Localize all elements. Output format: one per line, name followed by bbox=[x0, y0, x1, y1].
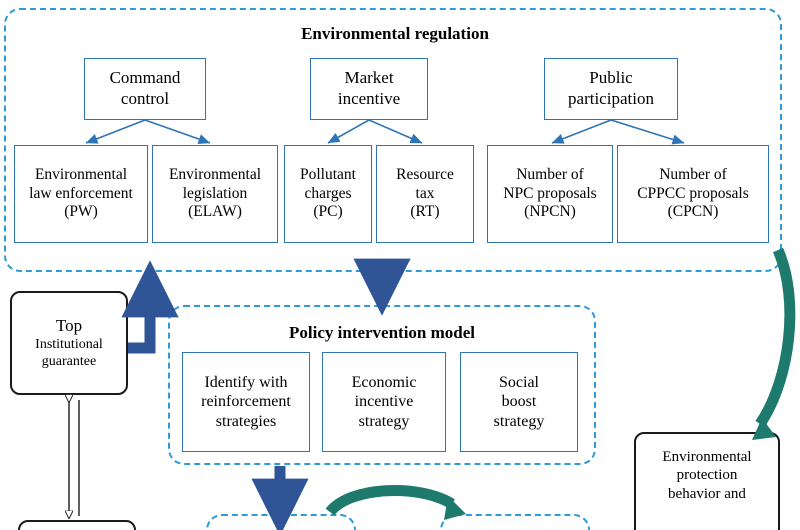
box-public-participation-line-2: participation bbox=[568, 89, 654, 108]
box-environmental-law-enforcement: Environmental law enforcement (PW) bbox=[14, 145, 148, 243]
box-irs-line-2: reinforcement bbox=[201, 393, 291, 411]
group-title-policy-intervention-model: Policy intervention model bbox=[288, 323, 476, 342]
arrow-bottom-curve bbox=[325, 485, 455, 516]
box-epb-line-2: protection bbox=[676, 467, 738, 484]
box-environmental-protection-behavior: Environmental protection behavior and bbox=[634, 432, 780, 530]
box-eis-line-2: incentive bbox=[354, 393, 414, 411]
box-npc-proposals: Number of NPC proposals (NPCN) bbox=[487, 145, 613, 243]
group-title-environmental-regulation: Environmental regulation bbox=[301, 24, 489, 43]
group-bottom-left-partial bbox=[206, 514, 356, 530]
box-tig-line-3: guarantee bbox=[41, 354, 97, 370]
box-npcn-line-3: (NPCN) bbox=[524, 203, 576, 221]
box-environmental-legislation: Environmental legislation (ELAW) bbox=[152, 145, 278, 243]
box-command-control: Command control bbox=[84, 58, 206, 120]
box-sbs-line-1: Social bbox=[499, 373, 539, 391]
box-command-control-line-2: control bbox=[120, 89, 170, 108]
box-ple-line-3: (PW) bbox=[64, 203, 98, 221]
box-ple-line-2: law enforcement bbox=[29, 184, 133, 202]
box-rt-line-2: tax bbox=[415, 184, 435, 202]
box-pollutant-charges: Pollutant charges (PC) bbox=[284, 145, 372, 243]
box-elaw-line-1: Environmental bbox=[168, 165, 262, 183]
box-cpcn-line-3: (CPCN) bbox=[667, 203, 719, 221]
box-eis-line-3: strategy bbox=[358, 412, 410, 430]
box-npcn-line-1: Number of bbox=[516, 165, 584, 183]
box-rt-line-1: Resource bbox=[396, 165, 454, 183]
box-sbs-line-2: boost bbox=[501, 393, 537, 411]
box-command-control-line-1: Command bbox=[109, 68, 181, 88]
box-market-incentive: Market incentive bbox=[310, 58, 428, 120]
box-public-participation: Public participation bbox=[544, 58, 678, 120]
box-elaw-line-2: legislation bbox=[182, 184, 248, 202]
box-top-institutional-guarantee: Top Institutional guarantee bbox=[10, 291, 128, 395]
box-irs-line-3: strategies bbox=[215, 412, 277, 430]
box-pc-line-3: (PC) bbox=[313, 203, 343, 221]
box-pc-line-2: charges bbox=[304, 184, 352, 202]
box-elaw-line-3: (ELAW) bbox=[188, 203, 242, 221]
box-rt-line-3: (RT) bbox=[410, 203, 440, 221]
box-npcn-line-2: NPC proposals bbox=[503, 184, 597, 202]
box-irs-line-1: Identify with bbox=[204, 373, 288, 391]
box-social-boost-strategy: Social boost strategy bbox=[460, 352, 578, 452]
box-public-participation-line-1: Public bbox=[589, 68, 633, 88]
box-economic-incentive-strategy: Economic incentive strategy bbox=[322, 352, 446, 452]
box-epb-line-3: behavior and bbox=[668, 485, 746, 502]
group-bottom-right-partial bbox=[440, 514, 590, 530]
box-tig-line-2: Institutional bbox=[35, 337, 103, 353]
box-identify-reinforcement-strategies: Identify with reinforcement strategies bbox=[182, 352, 310, 452]
box-cppcc-proposals: Number of CPPCC proposals (CPCN) bbox=[617, 145, 769, 243]
box-bottom-left-partial bbox=[18, 520, 136, 530]
box-cpcn-line-2: CPPCC proposals bbox=[637, 184, 749, 202]
box-eis-line-1: Economic bbox=[351, 373, 417, 391]
box-pc-line-1: Pollutant bbox=[300, 165, 356, 183]
box-resource-tax: Resource tax (RT) bbox=[376, 145, 474, 243]
box-cpcn-line-1: Number of bbox=[659, 165, 727, 183]
box-tig-line-1: Top bbox=[55, 315, 83, 335]
arrow-guarantee-to-regulation bbox=[121, 260, 179, 354]
arrow-regulation-to-outcome-curve bbox=[755, 247, 796, 428]
box-sbs-line-3: strategy bbox=[493, 412, 545, 430]
box-market-incentive-line-2: incentive bbox=[337, 89, 401, 108]
box-ple-line-1: Environmental bbox=[34, 165, 128, 183]
box-market-incentive-line-1: Market bbox=[344, 68, 394, 88]
box-epb-line-1: Environmental bbox=[662, 449, 752, 465]
